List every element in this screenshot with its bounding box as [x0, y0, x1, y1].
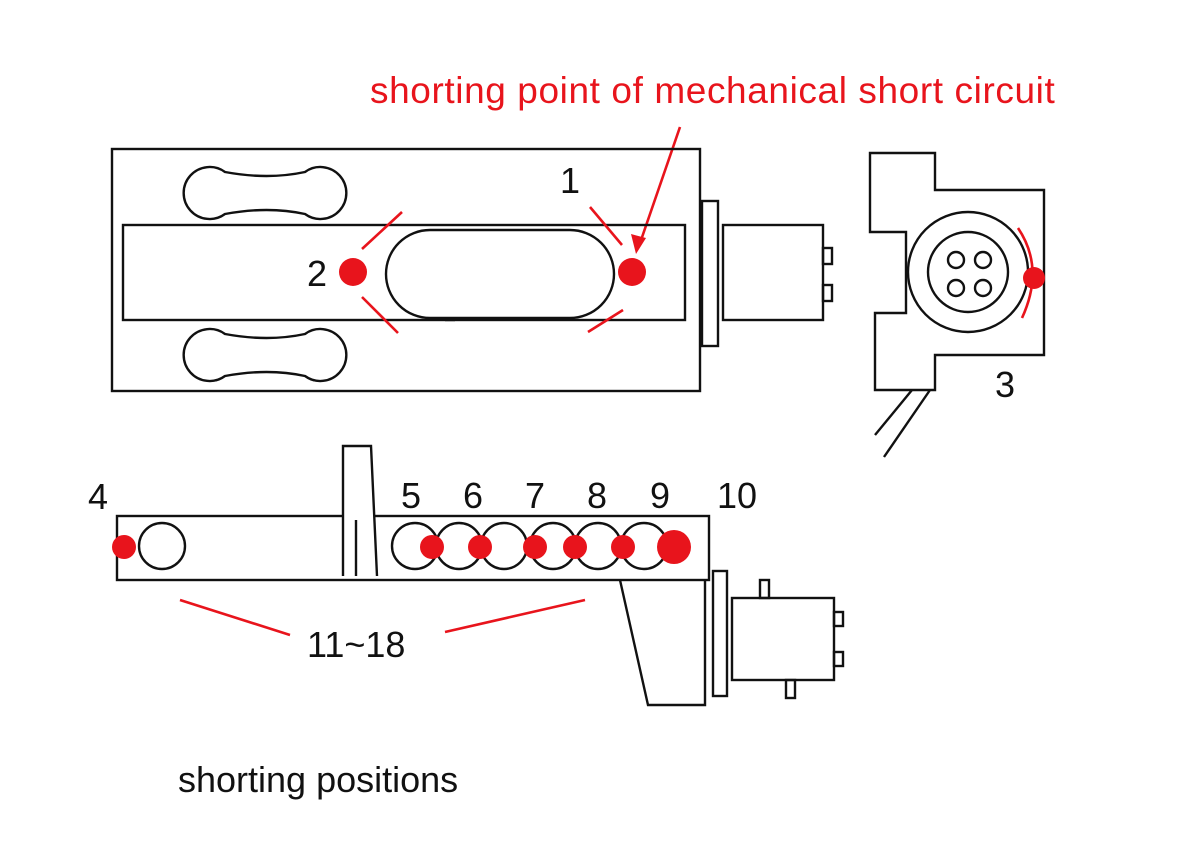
label-1: 1 [560, 160, 580, 201]
marker-9 [611, 535, 635, 559]
side-connector-pin [784, 678, 797, 700]
bracket-right-top [589, 206, 623, 246]
end-view-inner-circle [926, 230, 1010, 314]
marker-5 [420, 535, 444, 559]
label-8: 8 [587, 475, 607, 516]
label-3: 3 [995, 364, 1015, 405]
side-connector-pin [832, 650, 845, 668]
upper-slot [182, 165, 348, 221]
annotation-leader-line [637, 126, 682, 247]
marker-6 [468, 535, 492, 559]
marker-1 [618, 258, 646, 286]
end-view-outer-circle [906, 210, 1030, 334]
bracket-right-bottom [587, 308, 624, 334]
load-cell-beam [121, 223, 687, 322]
side-circle [137, 521, 187, 571]
side-connector-body [730, 596, 836, 682]
label-9: 9 [650, 475, 670, 516]
end-view-pin [946, 278, 966, 298]
load-cell-body [110, 147, 702, 393]
center-hole [384, 228, 616, 320]
end-view-pin [946, 250, 966, 270]
side-view-bracket [618, 579, 707, 707]
marker-4 [112, 535, 136, 559]
marker-7 [523, 535, 547, 559]
annotation-arrowhead [631, 234, 646, 254]
range-leader-right [444, 598, 586, 634]
marker-8 [563, 535, 587, 559]
cable-line [883, 389, 931, 458]
side-view-post [341, 444, 379, 577]
caption: shorting positions [178, 759, 458, 800]
cable-line [874, 389, 913, 436]
label-2: 2 [307, 253, 327, 294]
side-connector-flange [711, 569, 729, 698]
lower-slot [182, 327, 348, 383]
connector-flange [700, 199, 720, 348]
range-leader-left [179, 598, 291, 637]
label-10: 10 [717, 475, 757, 516]
marker-2 [339, 258, 367, 286]
load-cell-top-view: 1 2 [110, 147, 834, 393]
side-connector-pin [758, 578, 771, 600]
side-connector-pin [832, 610, 845, 628]
connector-body [721, 223, 825, 322]
marker-3 [1023, 267, 1045, 289]
label-4: 4 [88, 476, 108, 517]
bracket-left-top [361, 211, 403, 250]
label-6: 6 [463, 475, 483, 516]
annotation-label: shorting point of mechanical short circu… [370, 70, 1055, 111]
bracket-left-bottom [361, 296, 399, 334]
connector-pin-top [821, 246, 834, 266]
label-range-11-18: 11~18 [307, 624, 405, 665]
label-7: 7 [525, 475, 545, 516]
connector-pin-bottom [821, 283, 834, 303]
end-view-outline [868, 151, 1046, 392]
load-cell-side-view: 4 5 6 7 8 9 10 11~18 [88, 444, 845, 707]
connector-end-view: 3 [868, 151, 1046, 458]
end-view-pin [973, 278, 993, 298]
end-view-pin [973, 250, 993, 270]
marker-10 [657, 530, 691, 564]
label-5: 5 [401, 475, 421, 516]
